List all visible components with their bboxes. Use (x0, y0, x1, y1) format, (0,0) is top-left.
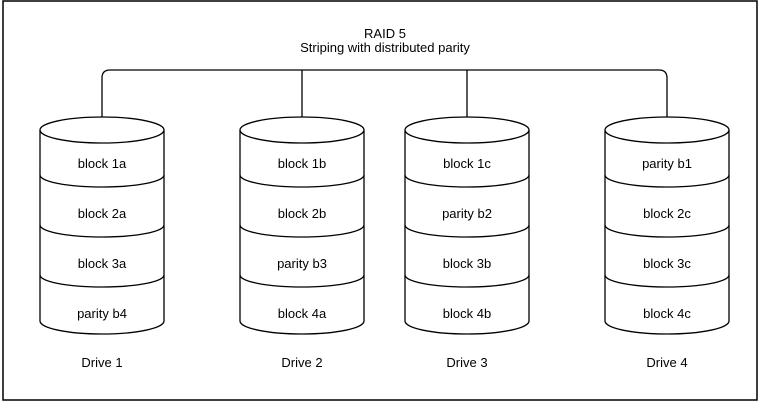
block-label: block 2c (643, 206, 691, 221)
segment-divider (604, 274, 730, 288)
block-label: block 3a (78, 256, 127, 271)
segment-divider (239, 174, 365, 188)
segment-divider (239, 274, 365, 288)
cylinder-top-ellipse (39, 116, 165, 144)
bus-connector-line (101, 69, 668, 117)
block-label: block 1a (78, 156, 127, 171)
segment-divider (239, 224, 365, 238)
block-label: parity b2 (442, 206, 492, 221)
cylinder-body (404, 130, 530, 335)
drive-label: Drive 2 (281, 355, 322, 370)
block-label: parity b1 (642, 156, 692, 171)
drive-label: Drive 3 (446, 355, 487, 370)
segment-divider (604, 174, 730, 188)
cylinder-body (604, 130, 730, 335)
block-label: block 3b (443, 256, 491, 271)
block-label: parity b3 (277, 256, 327, 271)
diagram-subtitle: Striping with distributed parity (300, 40, 470, 55)
drive-label: Drive 4 (646, 355, 687, 370)
block-label: block 1c (443, 156, 491, 171)
segment-divider (404, 274, 530, 288)
cylinder-body (39, 130, 165, 335)
block-label: block 1b (278, 156, 326, 171)
drive-1-group: block 1a block 2a block 3a parity b4 Dri… (39, 116, 165, 370)
block-label: block 2b (278, 206, 326, 221)
segment-divider (604, 224, 730, 238)
cylinder-top-ellipse (604, 116, 730, 144)
diagram-title: RAID 5 (364, 26, 406, 41)
segment-divider (404, 174, 530, 188)
cylinder-top-ellipse (239, 116, 365, 144)
cylinder-body (239, 130, 365, 335)
segment-divider (39, 224, 165, 238)
drive-label: Drive 1 (81, 355, 122, 370)
drive-4-group: parity b1 block 2c block 3c block 4c Dri… (604, 116, 730, 370)
segment-divider (39, 174, 165, 188)
drive-3-group: block 1c parity b2 block 3b block 4b Dri… (404, 116, 530, 370)
block-label: parity b4 (77, 306, 127, 321)
drive-2-group: block 1b block 2b parity b3 block 4a Dri… (239, 116, 365, 370)
segment-divider (39, 274, 165, 288)
block-label: block 4c (643, 306, 691, 321)
segment-divider (404, 224, 530, 238)
cylinder-top-ellipse (404, 116, 530, 144)
block-label: block 3c (643, 256, 691, 271)
block-label: block 2a (78, 206, 127, 221)
block-label: block 4a (278, 306, 327, 321)
block-label: block 4b (443, 306, 491, 321)
